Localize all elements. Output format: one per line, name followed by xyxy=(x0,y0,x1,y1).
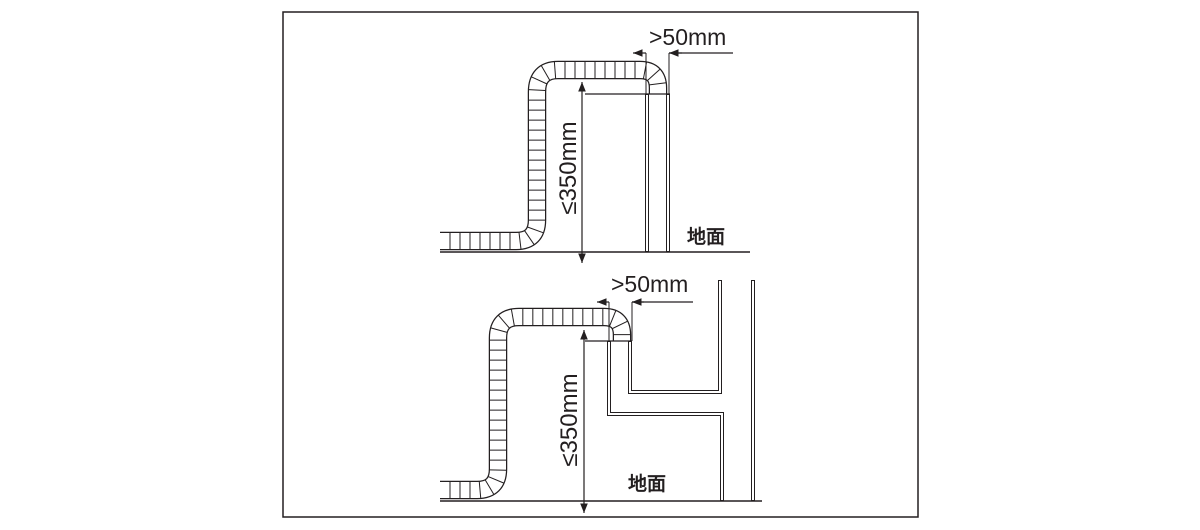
chain-link-divider xyxy=(528,89,546,92)
chain-link-divider xyxy=(527,226,544,234)
gap-dimension xyxy=(633,49,733,94)
chain-link-divider xyxy=(488,476,505,484)
height-label: ≤350mm xyxy=(555,121,582,214)
cable-drag-chain xyxy=(440,60,668,251)
chain-link-divider xyxy=(484,479,495,495)
chain-link-divider xyxy=(612,320,628,330)
chain-link-divider xyxy=(609,310,617,327)
floor-label: 地面 xyxy=(628,472,666,495)
top-diagram: ≤350mm >50mm 地面 xyxy=(440,24,750,263)
figure-frame xyxy=(282,11,919,518)
gap-label: >50mm xyxy=(649,24,726,50)
chain-link-divider xyxy=(478,481,482,499)
bottom-diagram: ≤350mm >50mm 地面 xyxy=(440,271,762,513)
chain-link-divider xyxy=(540,65,551,81)
equipment-box xyxy=(585,93,670,252)
chain-link-divider xyxy=(524,230,535,245)
chain-link-divider xyxy=(647,68,661,81)
chain-link-divider xyxy=(510,309,515,326)
height-label: ≤350mm xyxy=(556,373,583,466)
chain-link-divider xyxy=(531,76,548,85)
wall-structure xyxy=(585,280,755,501)
chain-link-divider xyxy=(497,314,510,329)
cable-drag-chain xyxy=(440,307,632,500)
gap-label: >50mm xyxy=(611,271,688,297)
chain-link-divider xyxy=(490,327,508,333)
chain-link-divider xyxy=(553,61,557,79)
chain-link-divider xyxy=(649,82,667,86)
gap-dimension xyxy=(597,298,693,341)
chain-link-divider xyxy=(518,232,522,250)
floor-label: 地面 xyxy=(687,225,725,248)
